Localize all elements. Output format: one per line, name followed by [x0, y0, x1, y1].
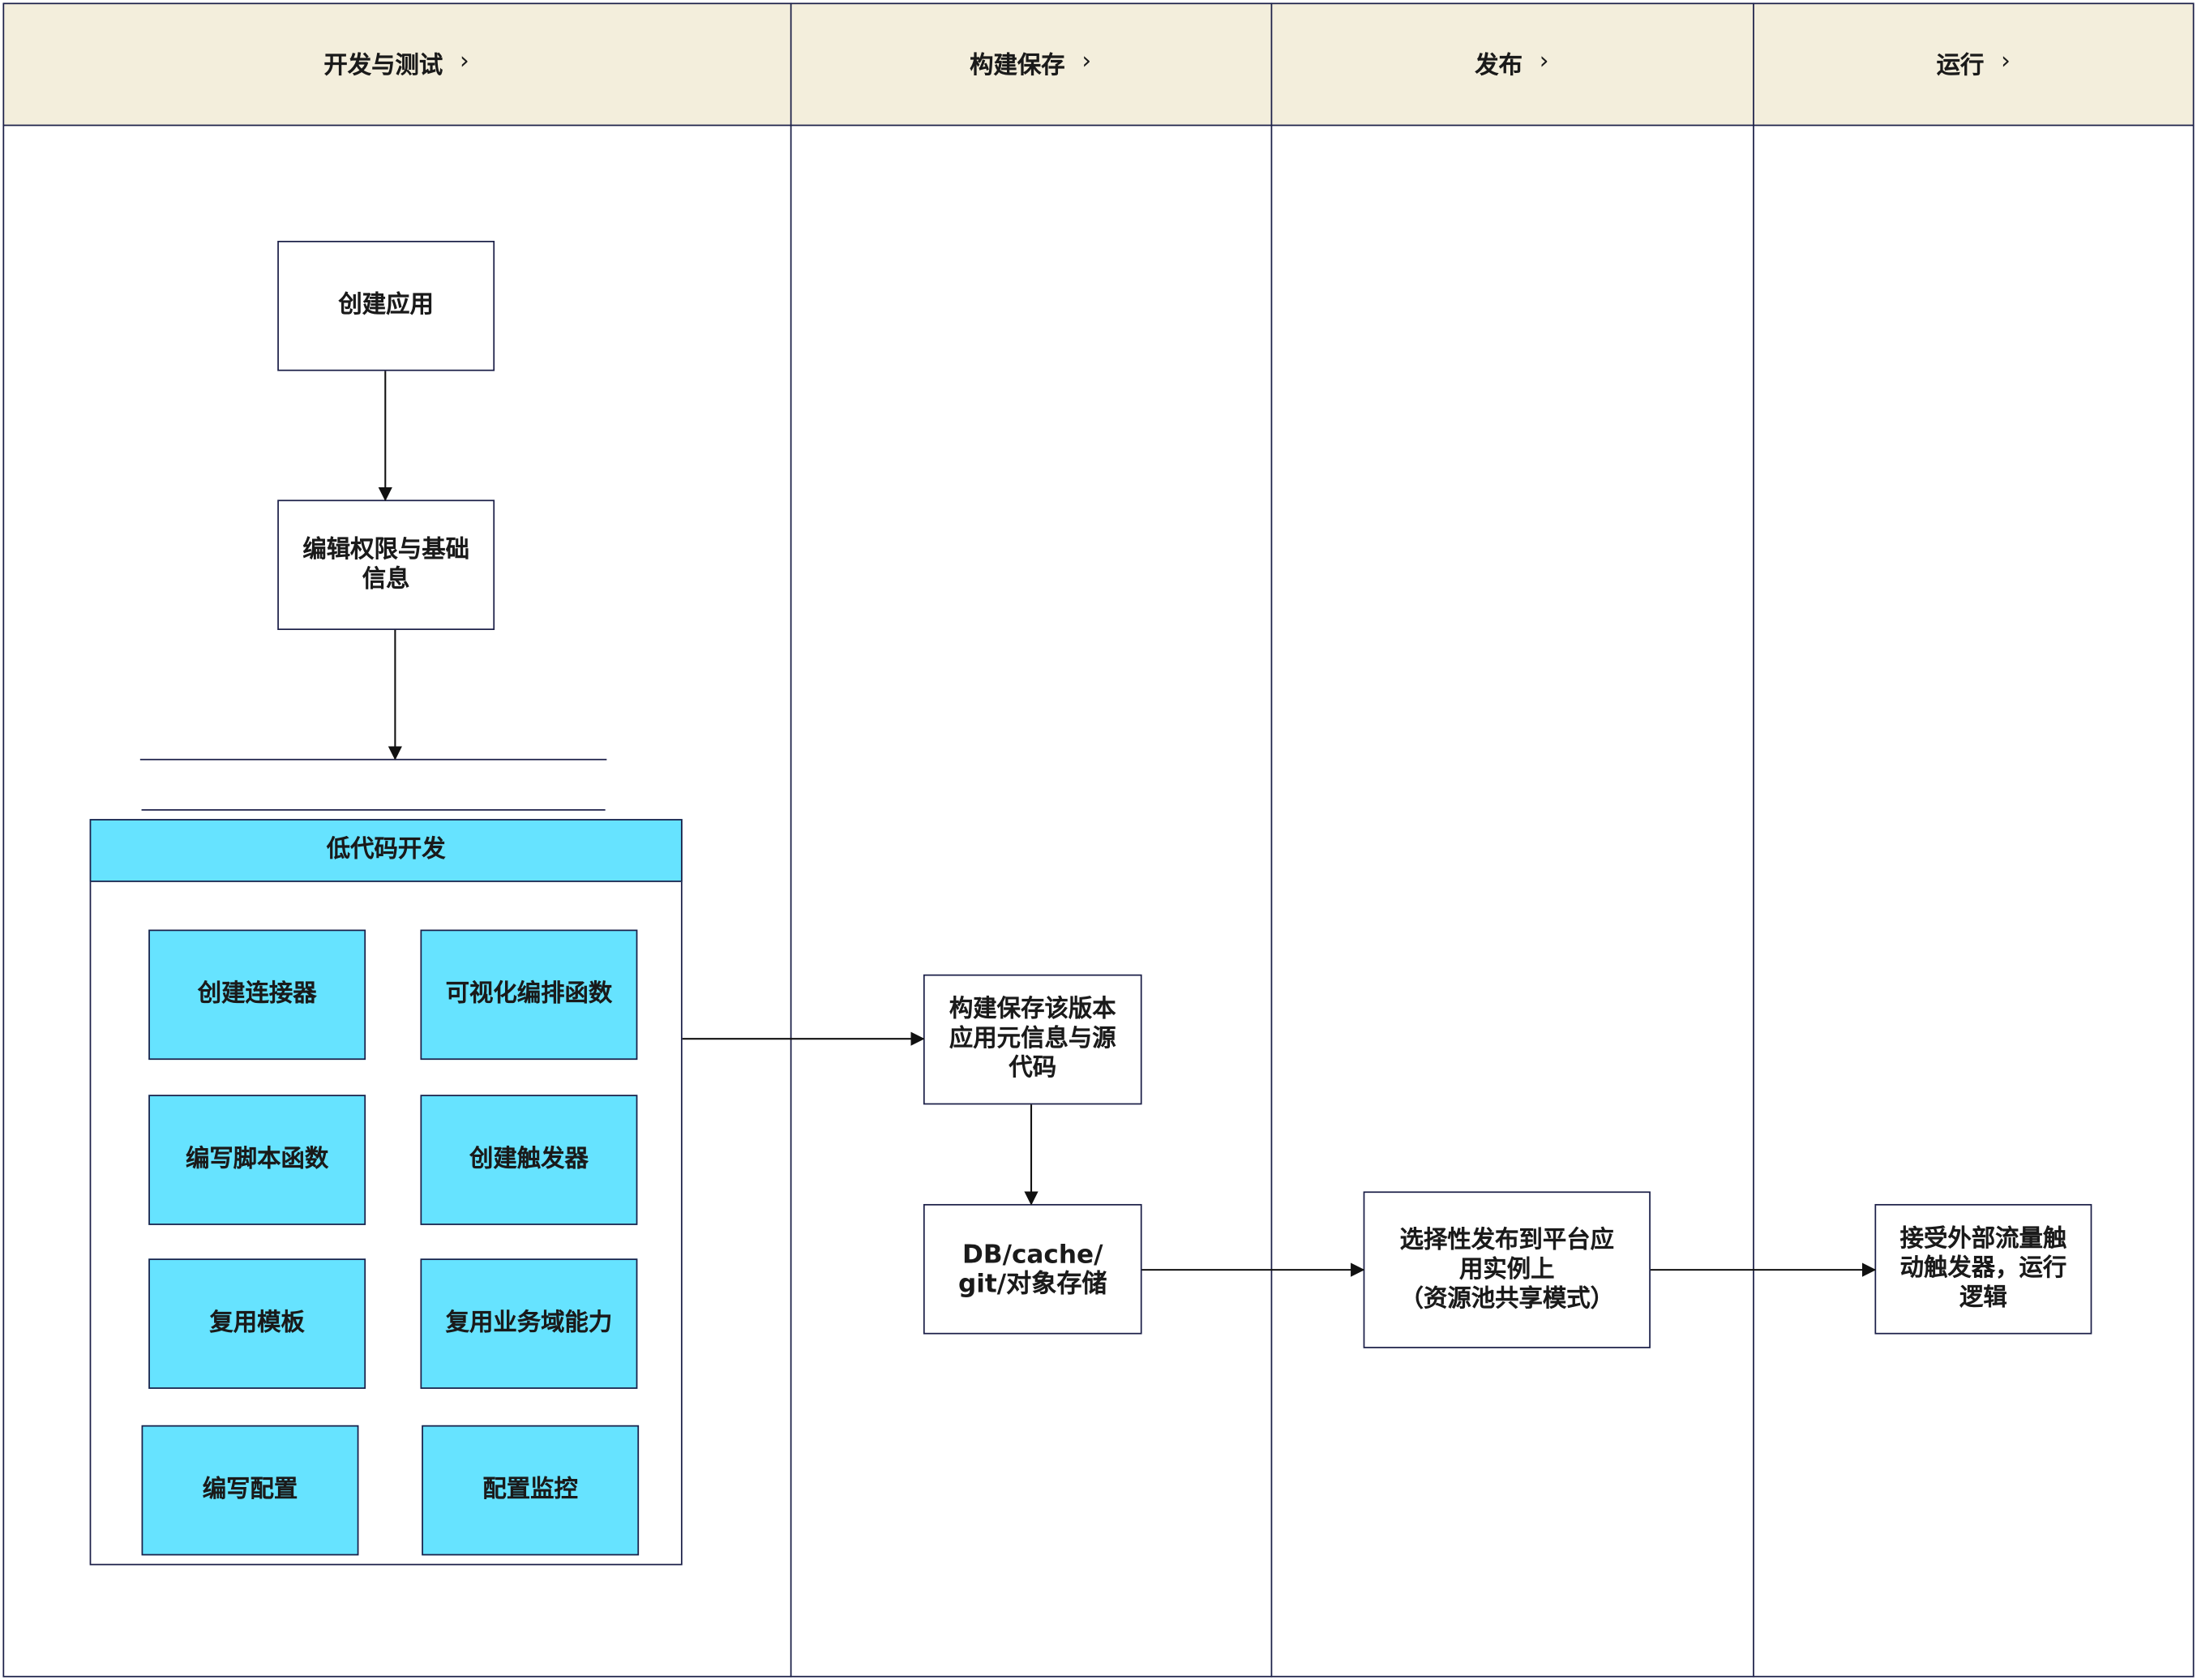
lowcode-item: 复用业务域能力: [420, 1258, 638, 1389]
chevron-right-icon: ›: [1081, 47, 1092, 76]
lane-title: 构建保存: [970, 51, 1065, 79]
node-run: 接受外部流量触 动触发器，运行 逻辑: [1874, 1203, 2092, 1335]
lane-divider: [1753, 2, 1754, 1678]
lane-divider: [790, 2, 792, 1678]
chevron-right-icon: ›: [460, 47, 469, 76]
lane-title: 开发与测试: [323, 51, 443, 79]
node-publish: 选择性发布到平台应 用实例上 （资源池共享模式）: [1363, 1191, 1651, 1348]
chevron-right-icon: ›: [1539, 47, 1549, 76]
lane-header-dev-test: 开发与测试 ›: [2, 0, 790, 123]
lowcode-item: 配置监控: [422, 1425, 640, 1556]
lowcode-item: 编写脚本函数: [148, 1095, 366, 1225]
chevron-right-icon: ›: [2001, 47, 2011, 76]
lane-title: 运行: [1936, 51, 1985, 79]
divider-line: [139, 758, 607, 761]
node-edit-permissions: 编辑权限与基础 信息: [277, 499, 495, 631]
node-build-save: 构建保存该版本 应用元信息与源 代码: [923, 974, 1142, 1105]
divider-line: [141, 809, 606, 811]
lane-divider: [1270, 2, 1273, 1678]
lane-title: 发布: [1475, 51, 1522, 79]
lane-header-build-save: 构建保存 ›: [790, 0, 1271, 123]
lowcode-item: 复用模板: [148, 1258, 366, 1389]
lane-header-run: 运行 ›: [1753, 0, 2194, 123]
lowcode-item: 编写配置: [141, 1425, 359, 1556]
lane-header-bar: [2, 2, 2195, 126]
node-storage: DB/cache/ git/对象存储: [923, 1203, 1142, 1335]
lowcode-title: 低代码开发: [89, 819, 683, 882]
lowcode-item: 可视化编排函数: [420, 929, 638, 1061]
node-create-app: 创建应用: [277, 240, 495, 371]
lowcode-item: 创建触发器: [420, 1095, 638, 1225]
lowcode-item: 创建连接器: [148, 929, 366, 1061]
lane-header-publish: 发布 ›: [1271, 0, 1754, 123]
